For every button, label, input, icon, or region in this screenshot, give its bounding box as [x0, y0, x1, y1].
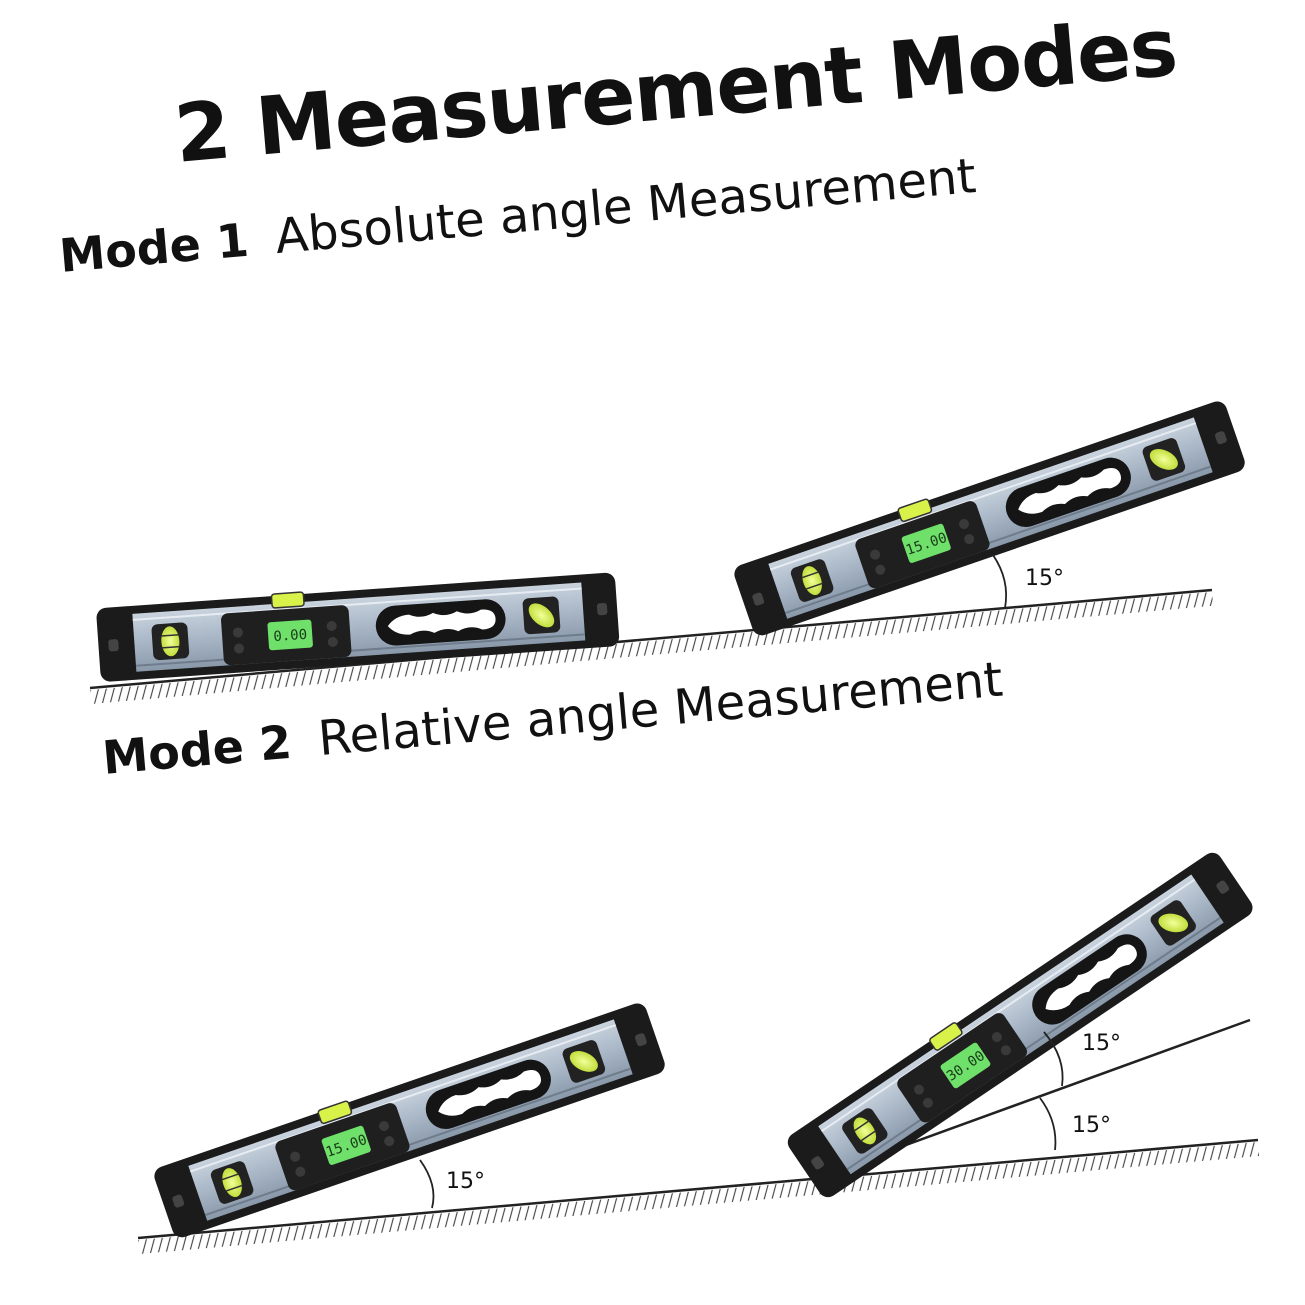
angle-label-4: 15°	[1072, 1113, 1111, 1138]
spirit-level-2: 15.00	[730, 395, 1249, 640]
mode-1-angle-indicator: 15°	[992, 554, 1064, 609]
spirit-level-4: 30.00	[781, 846, 1258, 1203]
spirit-level-3: 15.00	[150, 997, 669, 1242]
angle-label-3: 15°	[1082, 1031, 1121, 1056]
mode-2-angle-indicators: 15° 15° 15°	[419, 1031, 1121, 1209]
angle-label-2: 15°	[446, 1169, 485, 1194]
lcd-reading-1: 0.00	[273, 627, 308, 645]
spirit-level-1: 0.00	[94, 569, 621, 684]
angle-label-1: 15°	[1025, 566, 1064, 591]
mode-1-ground	[89, 588, 1214, 704]
